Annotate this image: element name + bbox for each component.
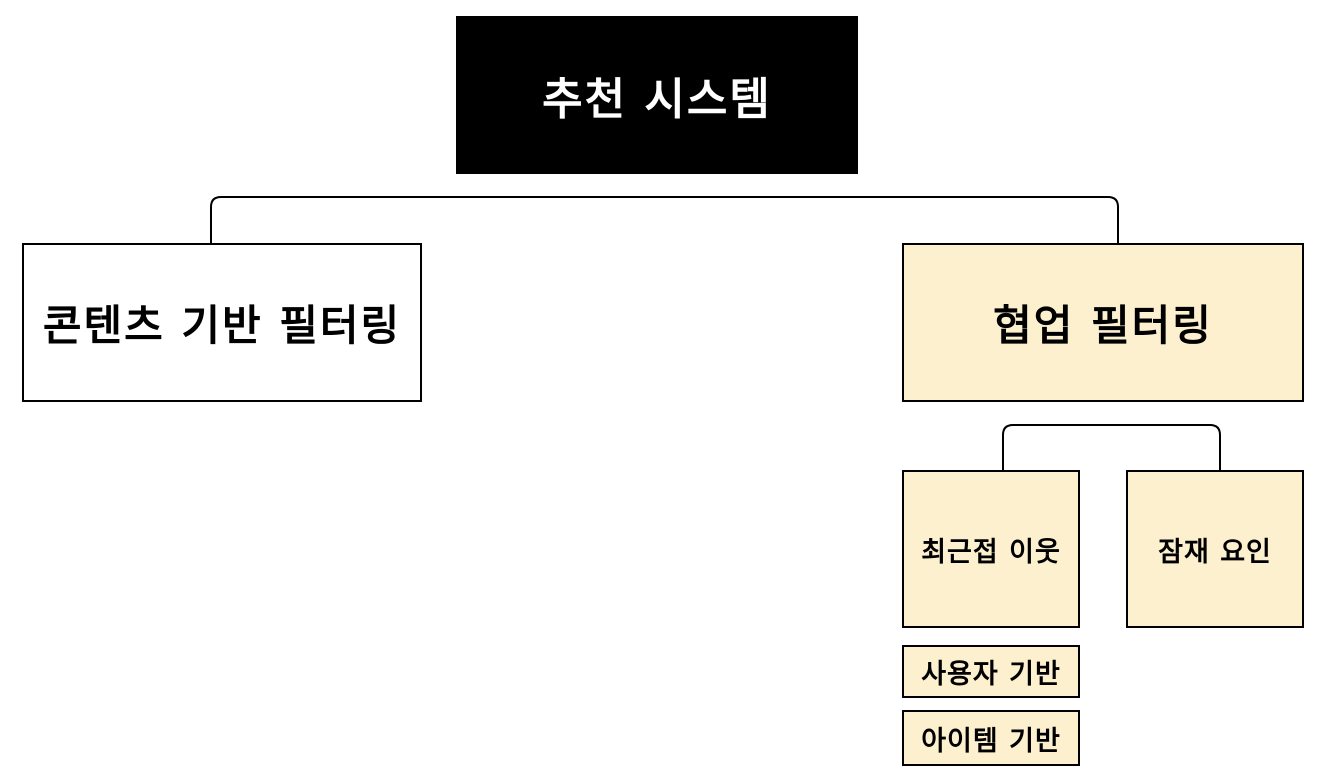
nearest-neighbor-node: 최근접 이웃 <box>902 470 1080 628</box>
content-filtering-label: 콘텐츠 기반 필터링 <box>42 301 402 350</box>
content-filtering-node: 콘텐츠 기반 필터링 <box>22 243 422 402</box>
item-based-label: 아이템 기반 <box>921 725 1061 757</box>
root-node: 추천 시스템 <box>456 16 858 174</box>
root-label: 추천 시스템 <box>542 74 772 125</box>
latent-factor-label: 잠재 요인 <box>1158 536 1272 568</box>
latent-factor-node: 잠재 요인 <box>1126 470 1304 628</box>
user-based-label: 사용자 기반 <box>921 659 1061 690</box>
collab-to-children-bracket <box>1002 424 1221 470</box>
collaborative-filtering-node: 협업 필터링 <box>902 243 1304 402</box>
root-to-level1-bracket <box>210 196 1119 243</box>
item-based-node: 아이템 기반 <box>902 710 1080 766</box>
user-based-node: 사용자 기반 <box>902 645 1080 698</box>
collaborative-filtering-label: 협업 필터링 <box>993 301 1213 350</box>
nearest-neighbor-label: 최근접 이웃 <box>921 536 1061 568</box>
